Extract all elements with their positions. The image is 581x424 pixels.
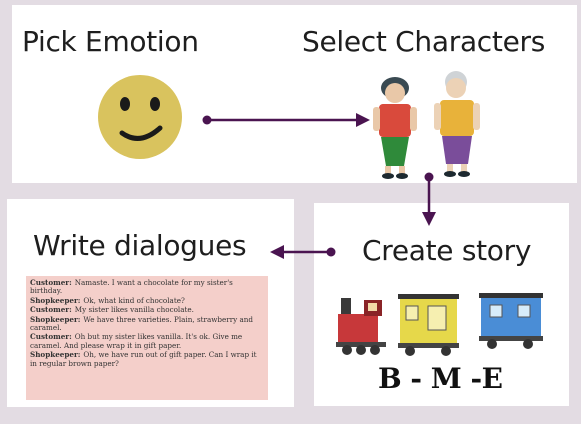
dialogue-speaker: Shopkeeper: — [30, 314, 81, 324]
story-structure-label: B - M -E — [378, 362, 503, 395]
create-story-label: Create story — [362, 234, 532, 267]
dialogue-text: Namaste. I want a chocolate for my siste… — [30, 278, 233, 296]
dialogue-speaker: Shopkeeper: — [30, 295, 81, 305]
dialogue-speaker: Customer: — [30, 305, 72, 315]
dialogue-speaker: Customer: — [30, 278, 72, 287]
dialogue-line: Shopkeeper:Oh, we have run out of gift p… — [30, 350, 264, 368]
dialogue-line: Customer:My sister likes vanilla chocola… — [30, 306, 264, 314]
dialogue-line: Shopkeeper:Ok, what kind of chocolate? — [30, 295, 264, 305]
dialogue-text: We have three varieties. Plain, strawber… — [30, 314, 253, 333]
dialogue-snippet: Customer:Namaste. I want a chocolate for… — [26, 276, 268, 400]
dialogue-text: Oh but my sister likes vanilla. It's ok.… — [30, 332, 243, 350]
dialogue-speaker: Shopkeeper: — [30, 350, 81, 360]
flow-arrows — [202, 113, 436, 259]
pick-emotion-label: Pick Emotion — [22, 25, 199, 58]
dialogue-text: Oh, we have run out of gift paper. Can I… — [30, 350, 257, 368]
dialogue-text: My sister likes vanilla chocolate. — [74, 305, 194, 315]
write-dialogues-label: Write dialogues — [33, 229, 247, 262]
smiley-face-icon — [98, 75, 182, 159]
train-illustration — [336, 293, 543, 356]
dialogue-speaker: Customer: — [30, 332, 72, 342]
select-characters-label: Select Characters — [302, 25, 546, 58]
dialogue-line: Shopkeeper:We have three varieties. Plai… — [30, 314, 264, 333]
dialogue-line: Customer:Oh but my sister likes vanilla.… — [30, 333, 264, 350]
characters-illustration — [373, 71, 480, 179]
dialogue-line: Customer:Namaste. I want a chocolate for… — [30, 278, 264, 296]
dialogue-text: Ok, what kind of chocolate? — [83, 295, 185, 305]
